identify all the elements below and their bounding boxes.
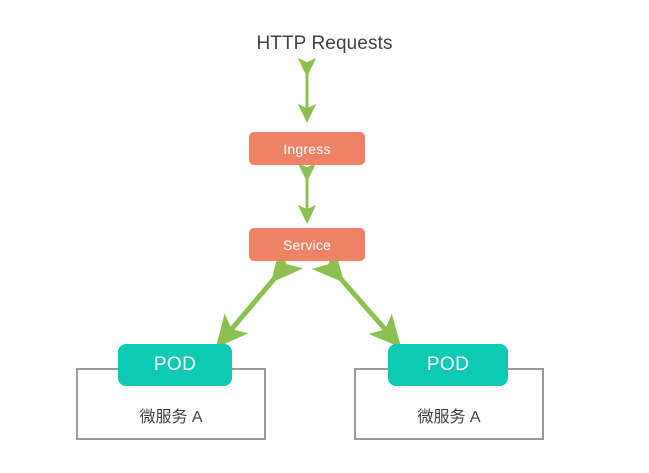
container-label-right: 微服务 A <box>417 409 481 426</box>
connector-service-to-pod-left <box>215 248 304 348</box>
node-pod-left[interactable]: POD <box>118 344 232 386</box>
node-ingress[interactable]: Ingress <box>249 132 365 165</box>
connector-service-to-pod-right <box>311 248 402 348</box>
container-label-left: 微服务 A <box>139 409 203 426</box>
node-service[interactable]: Service <box>249 228 365 261</box>
node-pod-right[interactable]: POD <box>388 344 508 386</box>
page-title: HTTP Requests <box>256 33 393 54</box>
